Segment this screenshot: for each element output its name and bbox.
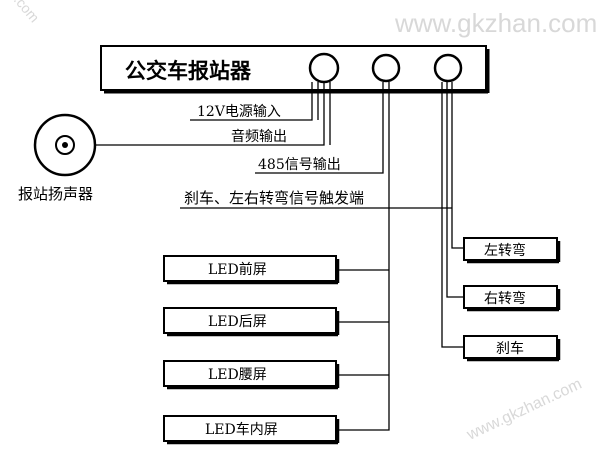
brake-label: 刹车 [496,340,524,357]
connector-3-icon [433,53,463,83]
led-screen-front: LED前屏 [163,255,340,285]
device-title: 公交车报站器 [125,59,252,83]
led-screen-side-label: LED腰屏 [208,367,267,383]
watermark-top: www.gkzhan.com [394,8,597,38]
led-screen-interior-label: LED车内屏 [205,421,278,438]
led-screen-side: LED腰屏 [163,360,340,390]
connector-1-wires [95,82,331,146]
watermark-left: www.gkzhan.com [0,0,43,25]
trigger-input-label: 刹车、左右转弯信号触发端 [184,189,364,207]
led-screen-rear-label: LED后屏 [208,314,267,330]
led-screen-interior: LED车内屏 [163,415,340,445]
speaker-label: 报站扬声器 [18,185,93,203]
right-turn-label: 右转弯 [484,290,526,307]
audio-output-label: 音频输出 [231,128,287,145]
connector-2-icon [371,53,401,83]
led-screen-front-label: LED前屏 [208,261,267,278]
left-turn-source: 左转弯 [463,237,561,264]
connector-3-wires [180,82,464,348]
left-turn-label: 左转弯 [484,242,526,259]
power-input-label: 12V电源输入 [197,104,281,120]
announcer-device: 公交车报站器 [100,45,490,94]
rs485-output-label: 485信号输出 [258,157,341,173]
brake-source: 刹车 [463,335,561,362]
led-screen-rear: LED后屏 [163,307,340,337]
watermark-bottom-right: www.gkzhan.com [464,376,585,444]
speaker-icon [33,113,97,177]
device-box [100,45,487,91]
connector-2-wires [255,82,390,431]
right-turn-source: 右转弯 [463,285,561,312]
connector-1-icon [308,52,340,84]
